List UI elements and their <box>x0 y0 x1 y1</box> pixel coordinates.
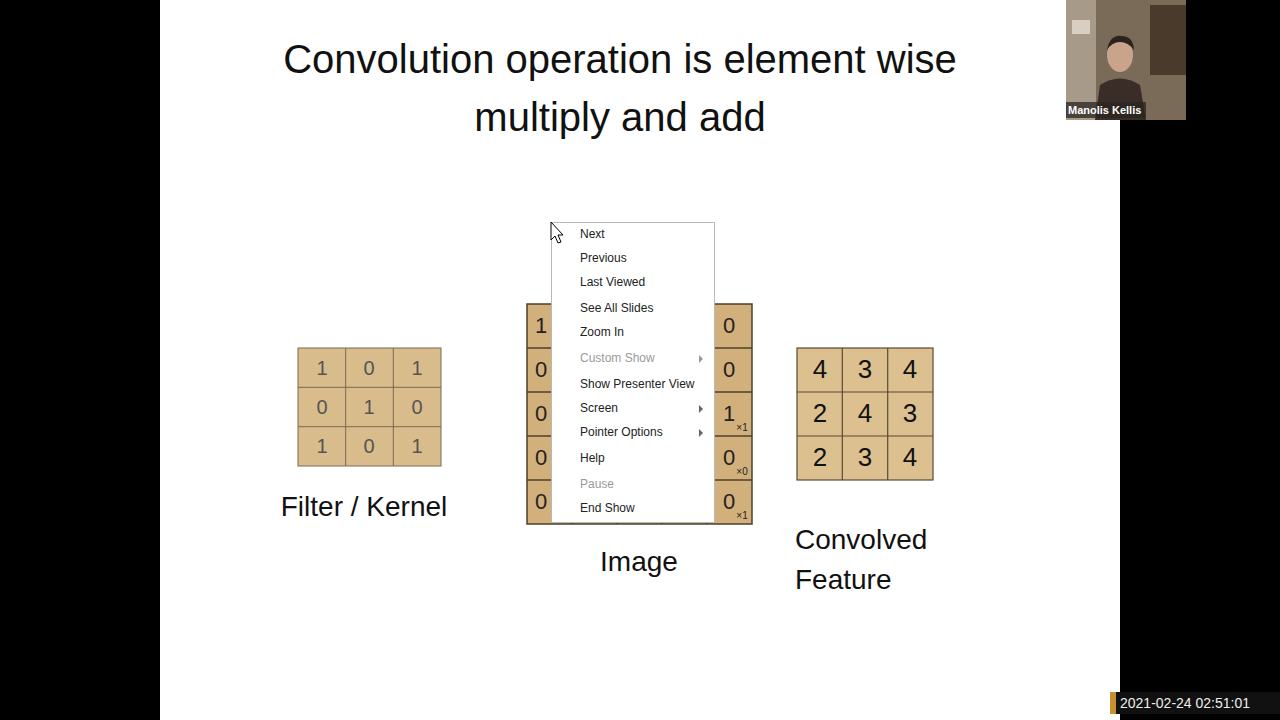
output-cell: 3 <box>858 355 872 385</box>
output-cell: 4 <box>813 355 827 385</box>
grid-line <box>842 348 843 480</box>
menu-item: Next <box>580 228 605 242</box>
menu-item: Custom Show <box>580 352 655 366</box>
mouse-cursor <box>551 222 563 243</box>
webcam-ground <box>1066 0 1186 120</box>
output-cell: 3 <box>858 443 872 473</box>
grid-caption: Filter / Kernel <box>281 491 448 523</box>
grid-line <box>298 426 441 427</box>
image-cell: 1 <box>535 313 547 338</box>
grid-caption: Convolved Feature <box>795 520 945 600</box>
slide-title: Convolution operation is element wise mu… <box>210 30 1030 146</box>
image-cell: 0 <box>535 357 547 382</box>
webcam-name-ground <box>1066 102 1146 118</box>
image-cell: 0 <box>535 445 547 470</box>
menu-item: Previous <box>580 252 627 266</box>
image-cell: 0 <box>535 401 547 426</box>
grid-line <box>345 348 346 466</box>
output-cell: 4 <box>858 399 872 429</box>
output-cell: 3 <box>903 399 917 429</box>
timestamp-ground <box>1110 692 1280 714</box>
grid-caption: Image <box>600 546 678 578</box>
timestamp-marker <box>1110 692 1116 714</box>
webcam-person-hair <box>1107 36 1134 50</box>
submenu-arrow <box>699 355 703 363</box>
image-cell: 1 <box>723 401 735 426</box>
submenu-arrow <box>699 405 703 413</box>
timestamp: 2021-02-24 02:51:01 <box>1120 695 1250 711</box>
grid-line <box>797 435 933 436</box>
kernel-cell: 0 <box>316 396 327 419</box>
grid-line <box>298 387 441 388</box>
kernel-cell: 0 <box>411 396 422 419</box>
menu-item: Last Viewed <box>580 276 645 290</box>
participant-name: Manolis Kellis <box>1068 104 1141 117</box>
menu-item: Pointer Options <box>580 426 663 440</box>
output-cell: 2 <box>813 399 827 429</box>
grid-line <box>393 348 394 466</box>
kernel-cell: 1 <box>316 357 327 380</box>
menu-item: Screen <box>580 402 618 416</box>
kernel-weight: ×1 <box>736 422 747 434</box>
menu-item: Pause <box>580 478 614 492</box>
kernel-weight: ×1 <box>736 510 747 522</box>
image-cell: 0 <box>535 489 547 514</box>
kernel-cell: 0 <box>363 357 374 380</box>
convolved-grid <box>797 348 933 480</box>
image-cell: 0 <box>723 445 735 470</box>
kernel-cell: 1 <box>411 357 422 380</box>
kernel-weight: ×0 <box>736 466 747 478</box>
webcam-bookshelf <box>1150 5 1186 75</box>
context-menu <box>552 223 715 523</box>
webcam-frame <box>1072 20 1090 34</box>
filter-grid-frame <box>298 348 441 466</box>
webcam-view <box>1066 0 1186 120</box>
submenu-arrow <box>699 429 703 437</box>
convolved-grid-frame <box>797 348 933 480</box>
menu-item: Help <box>580 452 605 466</box>
output-cell: 4 <box>903 355 917 385</box>
image-cell: 0 <box>723 489 735 514</box>
grid-line <box>887 348 888 480</box>
output-cell: 4 <box>903 443 917 473</box>
grid-line <box>797 391 933 392</box>
menu-item: Zoom In <box>580 326 624 340</box>
menu-item: See All Slides <box>580 302 653 316</box>
kernel-cell: 1 <box>411 435 422 458</box>
menu-item: Show Presenter View <box>580 378 695 392</box>
menu-item: End Show <box>580 502 635 516</box>
kernel-cell: 1 <box>363 396 374 419</box>
kernel-cell: 0 <box>363 435 374 458</box>
output-cell: 2 <box>813 443 827 473</box>
kernel-cell: 1 <box>316 435 327 458</box>
filter-grid <box>298 348 441 466</box>
slide-ground <box>160 0 1120 720</box>
image-cell: 0 <box>723 313 735 338</box>
image-cell: 0 <box>723 357 735 382</box>
